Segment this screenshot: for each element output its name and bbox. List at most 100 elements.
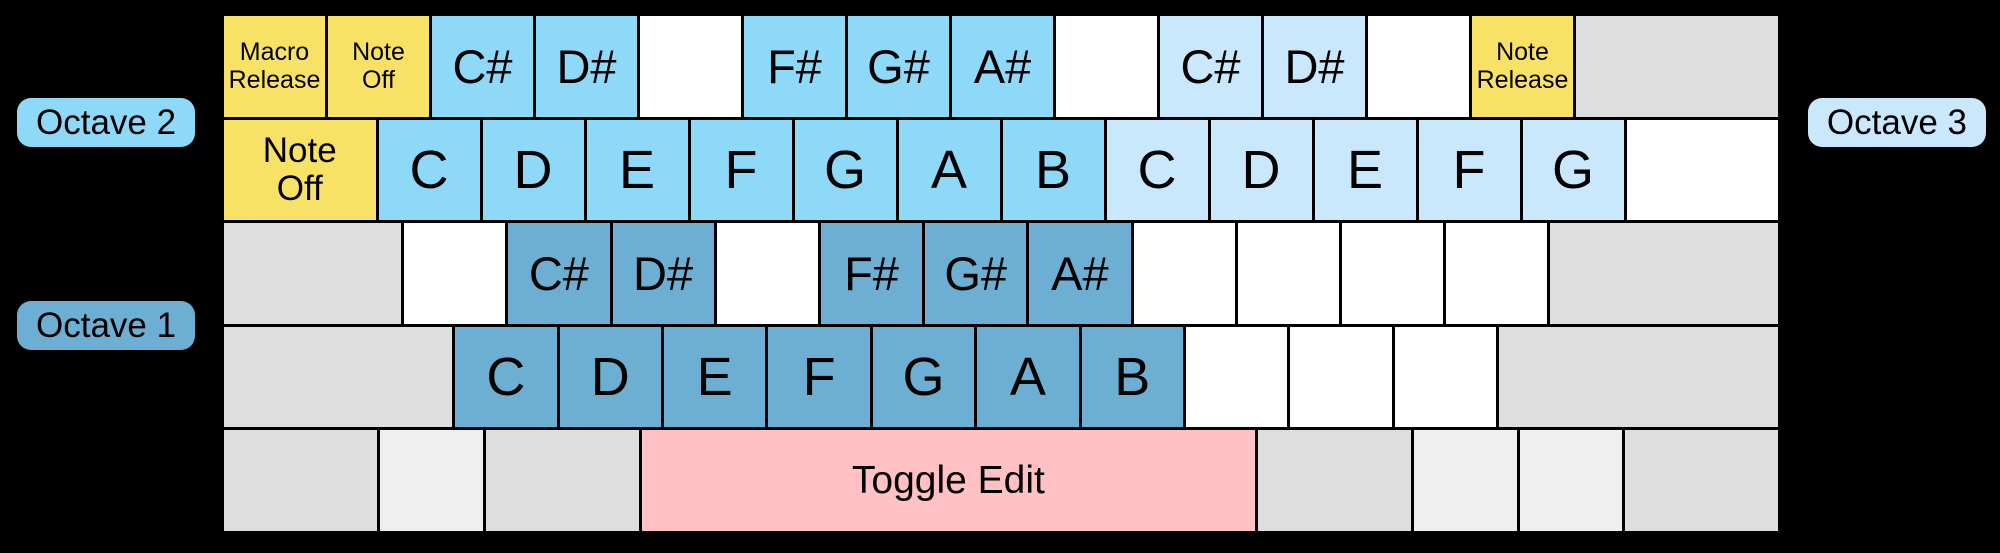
key-note-d-oct1[interactable]: D [559, 326, 661, 428]
key-label: G# [867, 39, 930, 93]
key-label: F# [844, 246, 899, 300]
key-macro-release[interactable]: Macro Release [224, 16, 325, 117]
key-note-b-oct2[interactable]: B [1002, 119, 1104, 221]
key-filler [1519, 430, 1622, 531]
key-label: E [696, 347, 733, 408]
key-filler [1258, 430, 1412, 531]
key-note-a-oct1[interactable]: A [977, 326, 1079, 428]
key-note-g-sharp-oct2[interactable]: G# [848, 16, 949, 117]
key-note-f-oct2[interactable]: F [690, 119, 792, 221]
key-note-e-oct1[interactable]: E [663, 326, 766, 428]
key-note-a-oct2[interactable]: A [898, 119, 1000, 221]
key-label: G# [944, 246, 1008, 300]
key-note-g-oct1[interactable]: G [872, 326, 975, 428]
octave-3-badge: Octave 3 [1807, 98, 1986, 147]
key-blank [1133, 223, 1235, 324]
key-label: C [1137, 139, 1177, 200]
key-label: A [930, 139, 968, 200]
key-filler [1414, 430, 1517, 531]
octave-1-badge: Octave 1 [17, 301, 196, 350]
key-filler [224, 430, 378, 531]
key-note-c-sharp-oct2[interactable]: C# [432, 16, 533, 117]
key-toggle-edit[interactable]: Toggle Edit [641, 430, 1255, 531]
key-label: D# [556, 39, 617, 93]
key-blank [1056, 16, 1157, 117]
key-note-f-oct3[interactable]: F [1418, 119, 1520, 221]
key-blank [1341, 223, 1444, 324]
key-label: D [590, 347, 630, 408]
key-label: C# [1180, 39, 1241, 93]
key-note-e-oct3[interactable]: E [1314, 119, 1416, 221]
key-label: G [902, 347, 945, 408]
key-label: C# [528, 246, 589, 300]
key-blank [1394, 326, 1497, 428]
key-label: D# [1284, 39, 1345, 93]
keyboard-row-3: C# D# F# G# A# [224, 223, 1779, 324]
key-blank [1186, 326, 1288, 428]
key-label: D [513, 139, 553, 200]
key-label: F [724, 139, 758, 200]
key-note-d-sharp-oct1[interactable]: D# [612, 223, 714, 324]
key-note-g-sharp-oct1[interactable]: G# [925, 223, 1027, 324]
key-filler [1576, 16, 1778, 117]
key-label: F [1452, 139, 1486, 200]
key-label: C [486, 347, 526, 408]
key-note-c-oct3[interactable]: C [1106, 119, 1208, 221]
key-note-e-oct2[interactable]: E [586, 119, 688, 221]
key-blank [1626, 119, 1778, 221]
keyboard-row-1: Macro Release Note Off C# D# F# G# A# C# D# Note … [224, 16, 1778, 117]
key-blank [1290, 326, 1392, 428]
key-blank [640, 16, 741, 117]
key-note-c-sharp-oct1[interactable]: C# [508, 223, 610, 324]
key-note-d-sharp-oct3[interactable]: D# [1264, 16, 1365, 117]
key-filler [1499, 326, 1779, 428]
key-note-d-oct2[interactable]: D [482, 119, 584, 221]
key-label: Note Off [352, 38, 405, 95]
key-label: Note Off [262, 131, 337, 208]
key-label: A [1009, 347, 1046, 408]
key-note-g-oct2[interactable]: G [794, 119, 896, 221]
keyboard-row-5: Toggle Edit [224, 430, 1778, 531]
key-label: F# [767, 39, 822, 93]
key-blank [1446, 223, 1548, 324]
key-filler [224, 326, 453, 428]
key-label: D# [633, 246, 694, 300]
key-note-off[interactable]: Note Off [328, 16, 429, 117]
key-filler [380, 430, 483, 531]
key-note-g-oct3[interactable]: G [1522, 119, 1624, 221]
key-note-d-sharp-oct2[interactable]: D# [536, 16, 637, 117]
key-blank [1368, 16, 1469, 117]
key-label: F [802, 347, 836, 408]
key-note-c-oct2[interactable]: C [378, 119, 480, 221]
key-filler [1550, 223, 1779, 324]
key-label: C# [452, 39, 513, 93]
key-label: Macro Release [228, 38, 321, 95]
key-note-a-sharp-oct2[interactable]: A# [952, 16, 1053, 117]
key-label: A# [973, 39, 1032, 93]
key-filler [224, 223, 402, 324]
key-label: E [1346, 139, 1384, 200]
key-label: G [1551, 139, 1594, 200]
key-note-a-sharp-oct1[interactable]: A# [1029, 223, 1131, 324]
key-note-d-oct3[interactable]: D [1210, 119, 1312, 221]
key-label: C [409, 139, 449, 200]
key-note-release[interactable]: Note Release [1472, 16, 1573, 117]
key-note-f-sharp-oct1[interactable]: F# [820, 223, 923, 324]
key-blank [404, 223, 506, 324]
key-note-off-wide[interactable]: Note Off [224, 119, 376, 221]
key-label: G [823, 139, 866, 200]
key-note-f-oct1[interactable]: F [768, 326, 870, 428]
key-note-b-oct1[interactable]: B [1081, 326, 1183, 428]
octave-2-badge: Octave 2 [17, 98, 196, 147]
key-label: Toggle Edit [851, 459, 1045, 503]
key-note-f-sharp-oct2[interactable]: F# [744, 16, 845, 117]
key-filler [485, 430, 639, 531]
key-note-c-sharp-oct3[interactable]: C# [1160, 16, 1261, 117]
key-note-c-oct1[interactable]: C [455, 326, 557, 428]
key-blank [1237, 223, 1339, 324]
key-label: Note Release [1476, 38, 1569, 95]
